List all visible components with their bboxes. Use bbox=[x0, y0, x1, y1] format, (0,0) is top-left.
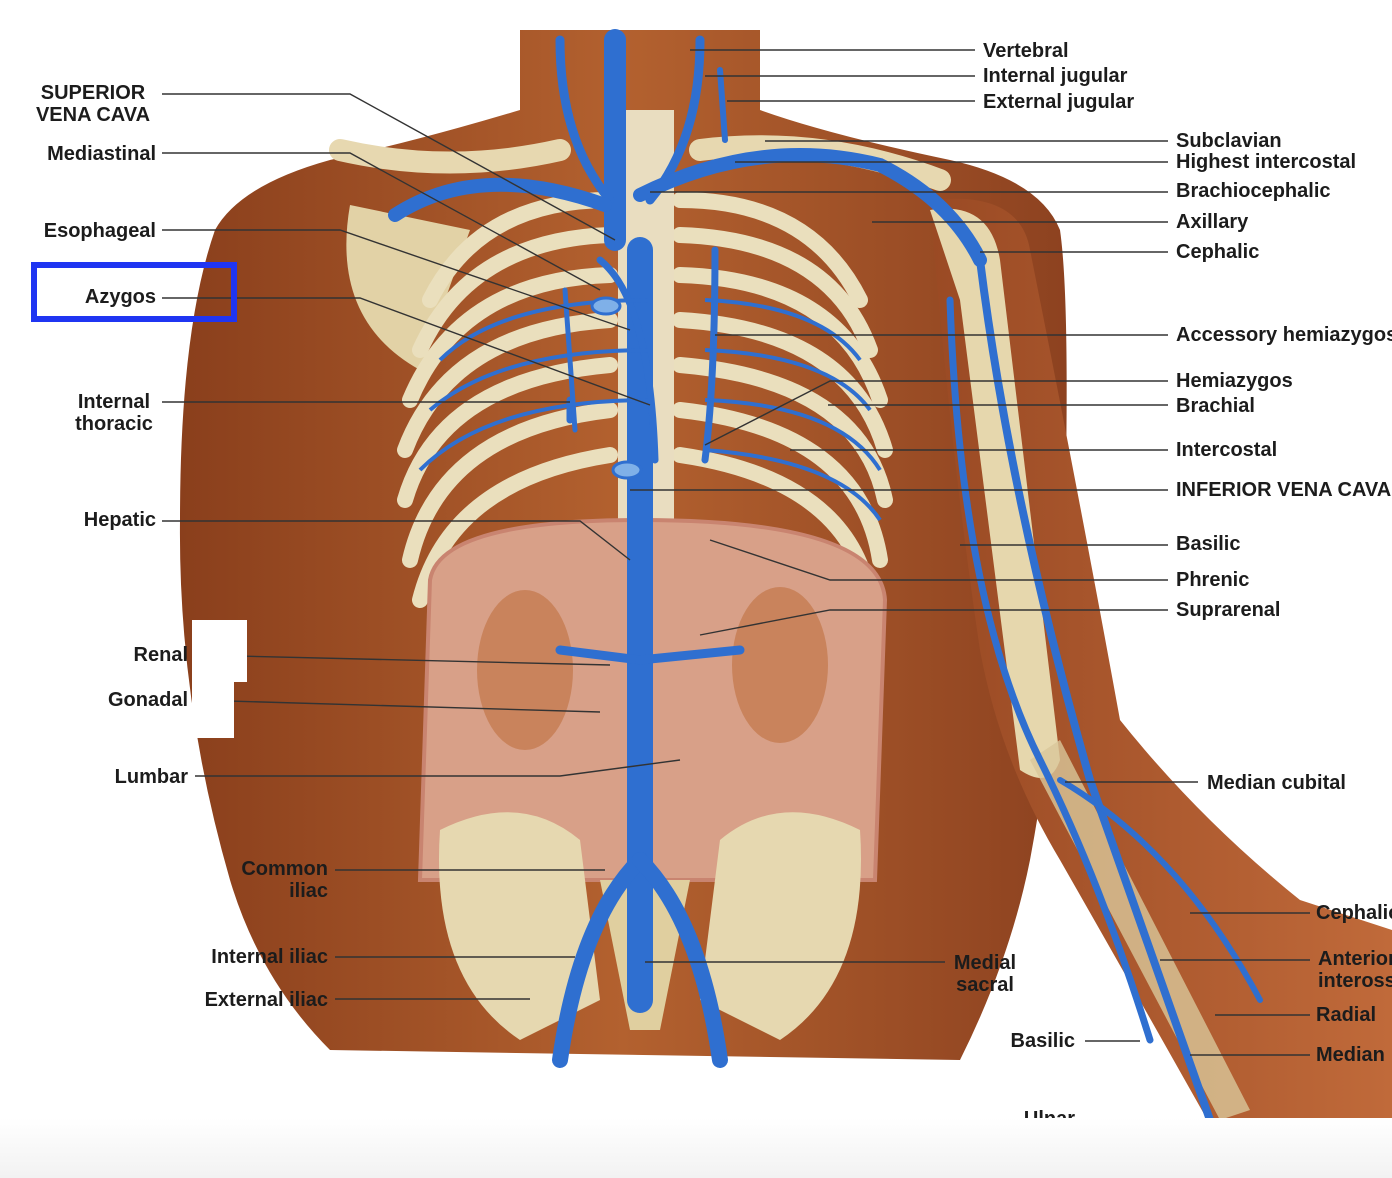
label-vertebral: Vertebral bbox=[983, 40, 1069, 62]
humerus bbox=[930, 208, 1060, 779]
label-highest-intercostal: Highest intercostal bbox=[1176, 151, 1357, 173]
label-external-jugular: External jugular bbox=[983, 91, 1135, 113]
label-external-iliac: External iliac bbox=[204, 989, 328, 1011]
label-hemiazygos: Hemiazygos bbox=[1176, 370, 1293, 392]
label-brachiocephalic: Brachiocephalic bbox=[1176, 180, 1331, 202]
label-basilic-forearm: Basilic bbox=[1010, 1030, 1075, 1052]
gonadal-mask bbox=[192, 682, 234, 738]
scapula-left bbox=[346, 205, 470, 370]
azygos-highlight-box bbox=[31, 262, 237, 322]
label-superior-vena-cava: SUPERIOR VENA CAVA bbox=[35, 82, 151, 126]
label-median: Median bbox=[1316, 1044, 1385, 1066]
label-brachial: Brachial bbox=[1176, 395, 1255, 417]
label-basilic-arm: Basilic bbox=[1176, 533, 1241, 555]
label-phrenic: Phrenic bbox=[1176, 569, 1250, 591]
label-anterior-interosseous: Anterior interosseous bbox=[1318, 948, 1392, 992]
pelvis bbox=[439, 812, 600, 1040]
label-azygos: Azygos bbox=[84, 286, 156, 308]
right-kidney bbox=[732, 587, 828, 743]
ivc-opening bbox=[611, 460, 643, 480]
label-internal-jugular: Internal jugular bbox=[983, 65, 1128, 87]
label-lumbar: Lumbar bbox=[114, 766, 188, 788]
label-common-iliac: Common iliac bbox=[241, 858, 328, 902]
label-intercostal: Intercostal bbox=[1176, 439, 1278, 461]
label-internal-thoracic: Internal thoracic bbox=[75, 391, 153, 435]
label-renal: Renal bbox=[133, 644, 188, 666]
label-axillary: Axillary bbox=[1176, 211, 1249, 233]
left-clavicle bbox=[329, 139, 571, 174]
left-kidney bbox=[477, 590, 573, 750]
svc-opening bbox=[590, 296, 622, 316]
label-median-cubital: Median cubital bbox=[1207, 772, 1346, 794]
label-esophageal: Esophageal bbox=[43, 220, 156, 242]
label-hepatic: Hepatic bbox=[83, 509, 156, 531]
label-internal-iliac: Internal iliac bbox=[211, 946, 328, 968]
label-radial: Radial bbox=[1316, 1004, 1377, 1026]
label-mediastinal: Mediastinal bbox=[47, 143, 156, 165]
bottom-fade bbox=[0, 1118, 1392, 1178]
label-suprarenal: Suprarenal bbox=[1176, 599, 1281, 621]
arm-skin bbox=[930, 198, 1392, 1178]
label-accessory-hemiazygos: Accessory hemiazygos bbox=[1176, 324, 1392, 346]
label-inferior-vena-cava: INFERIOR VENA CAVA bbox=[1176, 479, 1392, 501]
label-cephalic-upper: Cephalic bbox=[1176, 241, 1260, 263]
label-gonadal: Gonadal bbox=[107, 689, 188, 711]
label-medial-sacral: Medial sacral bbox=[953, 952, 1017, 996]
pelvis-right bbox=[700, 812, 861, 1040]
renal-mask bbox=[192, 620, 247, 682]
label-cephalic-forearm: Cephalic bbox=[1316, 902, 1392, 924]
label-subclavian: Subclavian bbox=[1176, 130, 1282, 152]
